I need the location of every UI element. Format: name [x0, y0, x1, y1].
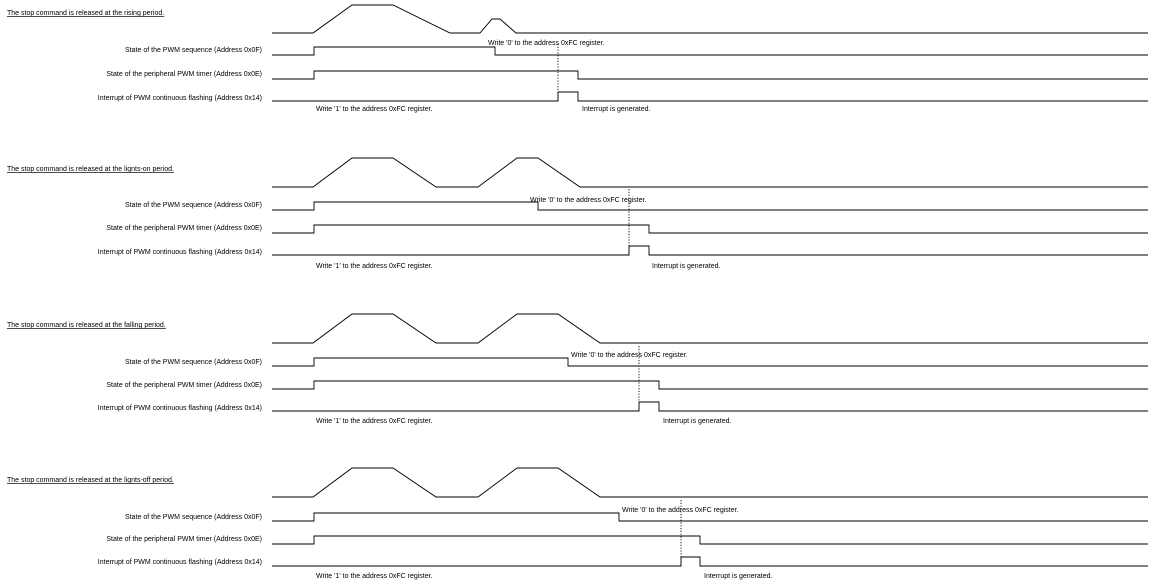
signal-label-interrupt: Interrupt of PWM continuous flashing (Ad… — [98, 95, 262, 102]
pwm-sequence-waveform — [272, 46, 1148, 56]
section-lights-on-period: The stop command is released at the lign… — [7, 157, 1148, 270]
signal-label-pwm-sequence: State of the PWM sequence (Address 0x0F) — [125, 47, 262, 54]
write-1-annotation: Write '1' to the address 0xFC register. — [316, 573, 433, 580]
signal-label-pwm-timer: State of the peripheral PWM timer (Addre… — [106, 382, 262, 389]
write-1-annotation: Write '1' to the address 0xFC register. — [316, 263, 433, 270]
brightness-waveform — [272, 157, 1148, 188]
pwm-sequence-waveform — [272, 357, 1148, 367]
brightness-waveform — [272, 4, 1148, 34]
pwm-sequence-waveform — [272, 201, 1148, 211]
brightness-waveform — [272, 467, 1148, 498]
section-title: The stop command is released at the lign… — [7, 477, 174, 484]
interrupt-waveform — [272, 556, 1148, 567]
signal-label-pwm-sequence: State of the PWM sequence (Address 0x0F) — [125, 202, 262, 209]
signal-label-pwm-timer: State of the peripheral PWM timer (Addre… — [106, 71, 262, 78]
signal-label-pwm-timer: State of the peripheral PWM timer (Addre… — [106, 536, 262, 543]
section-rising-period: The stop command is released at the risi… — [7, 4, 1148, 113]
section-title: The stop command is released at the lign… — [7, 166, 174, 173]
pwm-timer-waveform — [272, 70, 1148, 80]
section-lights-off-period: The stop command is released at the lign… — [7, 467, 1148, 580]
section-title: The stop command is released at the risi… — [7, 10, 164, 17]
interrupt-annotation: Interrupt is generated. — [663, 418, 732, 425]
pwm-timer-waveform — [272, 380, 1148, 390]
pwm-timer-waveform — [272, 535, 1148, 545]
section-falling-period: The stop command is released at the fall… — [7, 313, 1148, 425]
interrupt-annotation: Interrupt is generated. — [582, 106, 651, 113]
signal-label-pwm-timer: State of the peripheral PWM timer (Addre… — [106, 225, 262, 232]
write-1-annotation: Write '1' to the address 0xFC register. — [316, 418, 433, 425]
interrupt-waveform — [272, 91, 1148, 102]
write-1-annotation: Write '1' to the address 0xFC register. — [316, 106, 433, 113]
section-title: The stop command is released at the fall… — [7, 322, 166, 329]
signal-label-pwm-sequence: State of the PWM sequence (Address 0x0F) — [125, 514, 262, 521]
brightness-waveform — [272, 313, 1148, 344]
signal-label-pwm-sequence: State of the PWM sequence (Address 0x0F) — [125, 359, 262, 366]
pwm-sequence-waveform — [272, 512, 1148, 522]
write-0-annotation: Write '0' to the address 0xFC register. — [488, 40, 605, 47]
write-0-annotation: Write '0' to the address 0xFC register. — [622, 507, 739, 514]
pwm-timer-waveform — [272, 224, 1148, 234]
signal-label-interrupt: Interrupt of PWM continuous flashing (Ad… — [98, 405, 262, 412]
interrupt-waveform — [272, 401, 1148, 412]
write-0-annotation: Write '0' to the address 0xFC register. — [530, 197, 647, 204]
signal-label-interrupt: Interrupt of PWM continuous flashing (Ad… — [98, 559, 262, 566]
interrupt-annotation: Interrupt is generated. — [704, 573, 773, 580]
interrupt-waveform — [272, 245, 1148, 256]
signal-label-interrupt: Interrupt of PWM continuous flashing (Ad… — [98, 249, 262, 256]
interrupt-annotation: Interrupt is generated. — [652, 263, 721, 270]
write-0-annotation: Write '0' to the address 0xFC register. — [571, 352, 688, 359]
